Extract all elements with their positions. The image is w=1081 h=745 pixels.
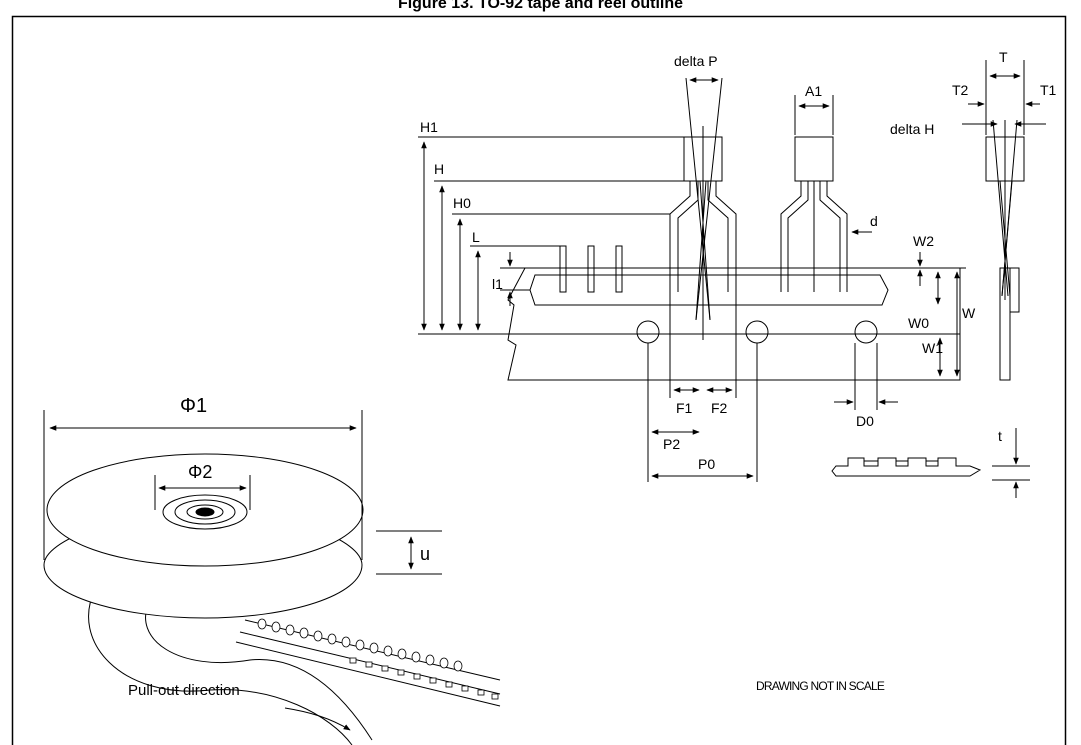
f2-label: F2	[711, 400, 728, 416]
l1-dimension	[500, 252, 530, 306]
pull-out-label: Pull-out direction	[128, 682, 240, 699]
a1-dimension	[794, 95, 834, 135]
delta-h-label: delta H	[890, 121, 934, 137]
t1-label: T1	[1040, 82, 1057, 98]
tape-thickness-detail	[831, 428, 1030, 498]
f-dimensions	[669, 292, 737, 398]
f1-label: F1	[676, 400, 693, 416]
phi1-dimension	[43, 410, 363, 560]
p2-label: P2	[663, 436, 680, 452]
t2-label: T2	[952, 82, 969, 98]
d0-dimension	[834, 343, 898, 410]
l-label: L	[472, 229, 480, 245]
reel-components	[257, 618, 499, 700]
t-label: T	[999, 49, 1008, 65]
phi2-label: Φ2	[188, 462, 212, 482]
p-dimensions	[647, 343, 758, 482]
width-dimensions	[917, 252, 966, 377]
u-dimension	[376, 530, 442, 575]
d0-label: D0	[856, 413, 874, 429]
h0-label: H0	[453, 195, 471, 211]
phi1-label: Φ1	[180, 395, 207, 417]
tape-side-view	[985, 119, 1025, 381]
component-left	[669, 77, 737, 340]
figure-border	[11, 15, 1067, 745]
a1-label: A1	[805, 83, 822, 99]
t-small-label: t	[998, 428, 1002, 444]
delta-p-label: delta P	[674, 53, 718, 69]
p0-label: P0	[698, 456, 715, 472]
phi2-dimension	[154, 475, 251, 510]
l1-label: l1	[492, 276, 503, 292]
w2-label: W2	[913, 233, 934, 249]
figure-title: Figure 13. TO-92 tape and reel outline	[397, 0, 684, 12]
tape-front-view	[507, 267, 961, 381]
side-view-dimensions	[962, 60, 1046, 135]
component-right	[780, 136, 848, 292]
h1-label: H1	[420, 119, 438, 135]
w-label: W	[962, 305, 976, 321]
height-dimensions	[418, 136, 690, 335]
h-label: H	[434, 161, 444, 177]
scale-note: DRAWING NOT IN SCALE	[756, 679, 885, 693]
d-label: d	[870, 213, 878, 229]
u-label: u	[420, 544, 430, 564]
w0-label: W0	[908, 315, 929, 331]
reel-drawing	[43, 453, 501, 745]
cut-leads	[559, 245, 623, 293]
w1-label: W1	[922, 340, 943, 356]
pull-out-arrow	[284, 707, 351, 731]
